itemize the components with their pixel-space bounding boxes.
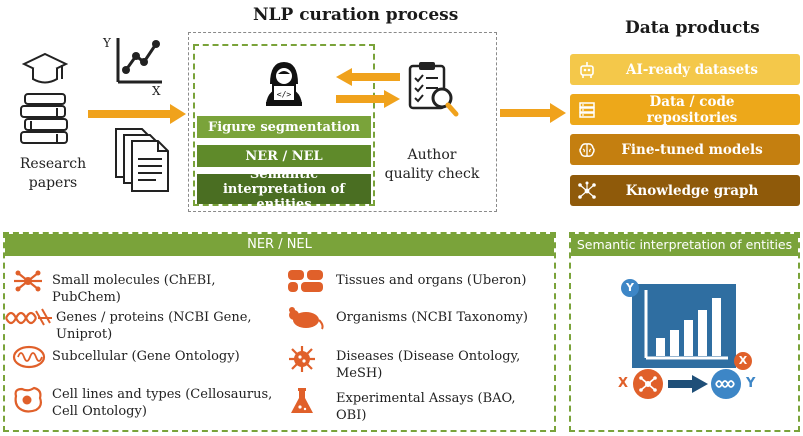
mapping-x-label: X xyxy=(618,376,629,391)
curator-laptop-icon: </> xyxy=(260,54,308,114)
product-label: Knowledge graph xyxy=(625,182,759,199)
entity-cell-lines: Cell lines and types (Cellosaurus, Cell … xyxy=(12,386,302,420)
process-title: NLP curation process xyxy=(253,5,459,25)
brain-icon xyxy=(570,141,604,159)
svg-text:</>: </> xyxy=(277,90,292,99)
robot-icon xyxy=(570,61,604,79)
step-ner-nel: NER / NEL xyxy=(197,145,371,167)
arrow-feedback-left xyxy=(336,68,400,90)
entity-small-molecules: Small molecules (ChEBI, PubChem) xyxy=(12,268,282,306)
entity-label: Organisms (NCBI Taxonomy) xyxy=(336,310,529,325)
author-check-label: Author quality check xyxy=(384,147,480,182)
scatter-plot-icon xyxy=(100,32,170,100)
mapping-y-label: Y xyxy=(746,376,756,391)
server-icon xyxy=(570,101,604,119)
product-fine-tuned-models: Fine-tuned models xyxy=(570,134,800,165)
product-label: Fine-tuned models xyxy=(621,141,763,158)
step-figure-segmentation: Figure segmentation xyxy=(197,116,371,138)
product-knowledge-graph: Knowledge graph xyxy=(570,175,800,206)
grad-cap-icon xyxy=(21,52,69,94)
step-label: NER / NEL xyxy=(245,148,323,164)
entity-diseases: Diseases (Disease Ontology, MeSH) xyxy=(286,345,556,382)
entity-label: Diseases (Disease Ontology, MeSH) xyxy=(336,349,521,381)
dna-icon xyxy=(4,305,56,336)
cell-icon xyxy=(12,386,52,419)
source-label: Research papers xyxy=(19,156,87,191)
plot-x-axis-label: X xyxy=(152,84,161,98)
semantic-panel-title: Semantic interpretation of entities xyxy=(571,234,798,256)
network-icon xyxy=(570,181,604,201)
ner-panel-title: NER / NEL xyxy=(5,234,554,256)
entity-label: Cell lines and types (Cellosaurus, Cell … xyxy=(52,387,273,419)
mitochondria-icon xyxy=(12,345,52,374)
documents-icon xyxy=(112,125,176,199)
semantic-chart-icon xyxy=(620,276,760,376)
entity-organisms: Organisms (NCBI Taxonomy) xyxy=(286,305,546,336)
semantic-panel xyxy=(569,232,800,432)
product-data-code-repositories: Data / code repositories xyxy=(570,93,800,126)
product-ai-ready-datasets: AI-ready datasets xyxy=(570,54,800,85)
step-label: Semantic interpretation of entities xyxy=(222,166,345,212)
arrow-to-process xyxy=(88,104,186,128)
arrow-feedback-right xyxy=(336,90,400,112)
entity-tissues-organs: Tissues and organs (Uberon) xyxy=(286,268,546,299)
virus-icon xyxy=(286,345,336,378)
products-title: Data products xyxy=(625,18,760,38)
step-semantic-interpretation: Semantic interpretation of entities xyxy=(197,167,371,212)
mouse-icon xyxy=(286,305,336,336)
x-badge: X xyxy=(734,352,752,370)
entity-label: Tissues and organs (Uberon) xyxy=(336,273,527,288)
product-label: AI-ready datasets xyxy=(625,61,759,78)
entity-experimental-assays: Experimental Assays (BAO, OBI) xyxy=(286,386,546,424)
process-box xyxy=(188,32,497,212)
arrow-to-products xyxy=(500,103,566,127)
pipeline-box xyxy=(193,44,375,206)
books-icon xyxy=(17,88,75,150)
product-label: Data / code repositories xyxy=(646,93,738,126)
y-badge-label: Y xyxy=(626,281,634,294)
dna-circle-icon xyxy=(710,368,742,404)
entity-genes-proteins: Genes / proteins (NCBI Gene, Uniprot) xyxy=(4,305,294,343)
x-badge-label: X xyxy=(738,354,748,367)
y-badge: Y xyxy=(621,279,639,297)
entity-subcellular: Subcellular (Gene Ontology) xyxy=(12,345,282,374)
checklist-magnifier-icon xyxy=(406,60,460,122)
entity-label: Small molecules (ChEBI, PubChem) xyxy=(52,273,216,305)
plot-y-axis-label: Y xyxy=(103,36,111,50)
step-label: Figure segmentation xyxy=(207,119,360,135)
mapping-arrow xyxy=(668,375,708,397)
entity-label: Experimental Assays (BAO, OBI) xyxy=(336,391,516,423)
tissue-icon xyxy=(286,268,336,299)
entity-label: Genes / proteins (NCBI Gene, Uniprot) xyxy=(56,310,252,342)
entity-label: Subcellular (Gene Ontology) xyxy=(52,349,240,364)
molecule-icon xyxy=(12,268,52,299)
molecule-circle-icon xyxy=(632,368,664,404)
ner-panel xyxy=(3,232,556,432)
flask-icon xyxy=(286,386,336,421)
